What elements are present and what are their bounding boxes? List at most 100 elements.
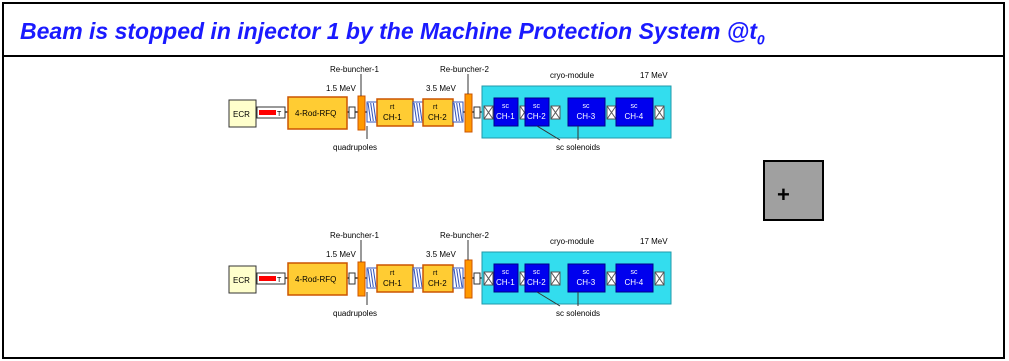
beamline-1: Re-buncher-1 Re-buncher-2 1.5 MeV 3.5 MeV cr… — [228, 65, 672, 152]
sc-cavity-prefix: sc — [583, 269, 591, 276]
rt-ch1-label: CH-1 — [383, 279, 402, 288]
sc-solenoids-label: sc solenoids — [556, 309, 600, 318]
energy-3-5-label: 3.5 MeV — [426, 84, 456, 93]
sc-cavity-3 — [567, 97, 606, 127]
rt-ch2-label: CH-2 — [428, 279, 447, 288]
sc-cavity-4 — [615, 97, 654, 127]
rfq-label: 4-Rod-RFQ — [295, 275, 336, 284]
sc-cavity-label: CH-4 — [625, 278, 644, 287]
sc-cavity-prefix: sc — [502, 269, 510, 276]
pipe-segment — [348, 106, 356, 119]
quadrupole-3 — [452, 267, 464, 289]
quadrupole-3-winding — [458, 102, 463, 122]
title-text: Beam is stopped in injector 1 by the Mac… — [20, 18, 757, 44]
quadrupole-3-winding — [456, 102, 460, 122]
sc-cavity-3 — [567, 263, 606, 293]
energy-17-label: 17 MeV — [640, 237, 668, 246]
quadrupole-1 — [366, 101, 378, 123]
sc-solenoid-0 — [483, 105, 494, 120]
quadrupole-3-winding — [453, 268, 458, 288]
rt-ch2-box — [422, 98, 454, 127]
rt-ch1-prefix: rt — [390, 104, 394, 111]
energy-3-5-label: 3.5 MeV — [426, 250, 456, 259]
lebt-label: T — [277, 111, 282, 118]
sc-cavity-4 — [615, 263, 654, 293]
rebuncher2-label: Re-buncher-2 — [440, 65, 489, 74]
sc-cavity-prefix: sc — [631, 269, 639, 276]
rt-ch2-prefix: rt — [433, 270, 437, 277]
quadrupole-1-winding — [370, 268, 374, 288]
sc-cavity-label: CH-1 — [496, 278, 515, 287]
sc-solenoid-2 — [550, 105, 561, 120]
solenoid-leader-a — [536, 125, 561, 141]
cryo-module-label: cryo-module — [550, 71, 595, 80]
sc-cavity-1 — [493, 263, 519, 293]
quadrupole-2-winding — [416, 102, 420, 122]
sc-cavity-label: CH-4 — [625, 112, 644, 121]
quadrupole-3-winding — [456, 268, 460, 288]
slide-title: Beam is stopped in injector 1 by the Mac… — [20, 18, 765, 48]
rt-ch2-prefix: rt — [433, 104, 437, 111]
sc-cavity-label: CH-3 — [577, 112, 596, 121]
energy-1-5-label: 1.5 MeV — [326, 250, 356, 259]
sc-solenoid-3-cross-b — [606, 105, 617, 120]
energy-17-label: 17 MeV — [640, 71, 668, 80]
sc-cavity-label: CH-2 — [527, 278, 546, 287]
quadrupole-3-winding — [453, 102, 458, 122]
sc-solenoid-2-cross-b — [550, 105, 561, 120]
sc-cavity-prefix: sc — [533, 269, 541, 276]
quadrupole-1-winding — [372, 268, 377, 288]
sc-solenoid-4 — [654, 271, 665, 286]
quadrupoles-label: quadrupoles — [333, 143, 377, 152]
sc-solenoid-4 — [654, 105, 665, 120]
sc-solenoid-2 — [550, 271, 561, 286]
sc-solenoid-4-cross-b — [654, 271, 665, 286]
quadrupole-1-winding — [372, 102, 377, 122]
sc-cavity-prefix: sc — [631, 103, 639, 110]
pipe-segment-2 — [473, 106, 481, 119]
sc-solenoid-3 — [606, 105, 617, 120]
sc-solenoids-label: sc solenoids — [556, 143, 600, 152]
rfq-label: 4-Rod-RFQ — [295, 109, 336, 118]
lebt-label: T — [277, 277, 282, 284]
rt-ch1-prefix: rt — [390, 270, 394, 277]
quadrupoles-label: quadrupoles — [333, 309, 377, 318]
sc-solenoid-3-cross-b — [606, 271, 617, 286]
quadrupole-1-winding — [367, 102, 372, 122]
sc-solenoid-0-cross-b — [483, 271, 494, 286]
rebuncher2-box — [464, 93, 473, 133]
solenoid-leader-a — [536, 291, 561, 307]
quadrupole-1-winding — [367, 268, 372, 288]
rt-ch2-label: CH-2 — [428, 113, 447, 122]
plus-button[interactable]: + — [763, 160, 824, 221]
quadrupole-2 — [412, 267, 424, 289]
sc-cavity-label: CH-1 — [496, 112, 515, 121]
rt-ch1-label: CH-1 — [383, 113, 402, 122]
title-divider — [2, 55, 1005, 57]
quadrupole-2-winding — [418, 102, 423, 122]
ecr-label: ECR — [233, 110, 250, 119]
pipe-segment-2 — [473, 272, 481, 285]
quadrupole-2-winding — [418, 268, 423, 288]
energy-1-5-label: 1.5 MeV — [326, 84, 356, 93]
sc-cavity-2 — [524, 97, 550, 127]
rebuncher2-box — [464, 259, 473, 299]
sc-cavity-prefix: sc — [533, 103, 541, 110]
sc-cavity-1 — [493, 97, 519, 127]
lebt-marker — [259, 276, 276, 281]
quadrupole-3-winding — [458, 268, 463, 288]
quadrupole-3 — [452, 101, 464, 123]
rebuncher1-box — [357, 261, 366, 297]
quadrupole-1 — [366, 267, 378, 289]
ecr-label: ECR — [233, 276, 250, 285]
quadrupole-2-winding — [413, 268, 418, 288]
ecr-box — [228, 265, 257, 294]
rebuncher1-label: Re-buncher-1 — [330, 65, 379, 74]
title-subscript: 0 — [756, 31, 765, 48]
ecr-box — [228, 99, 257, 128]
sc-solenoid-0-cross-b — [483, 105, 494, 120]
quadrupole-2-winding — [413, 102, 418, 122]
